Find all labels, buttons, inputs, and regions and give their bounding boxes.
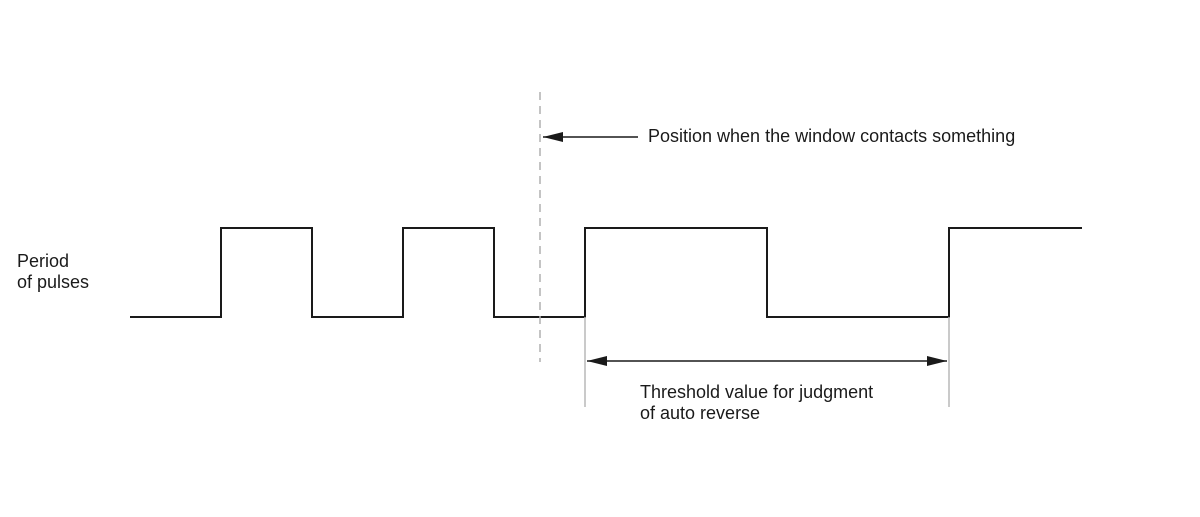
threshold-label: Threshold value for judgment of auto rev…	[640, 382, 873, 424]
period-label-line2: of pulses	[17, 272, 90, 292]
period-label-line1: Period	[17, 251, 70, 271]
pulse-waveform	[130, 227, 1082, 318]
threshold-label-line1: Threshold value for judgment	[640, 382, 874, 402]
contact-position-label: Position when the window contacts someth…	[648, 126, 1016, 146]
threshold-label-line2: of auto reverse	[640, 403, 761, 423]
period-of-pulses-label: Period of pulses	[17, 251, 89, 293]
